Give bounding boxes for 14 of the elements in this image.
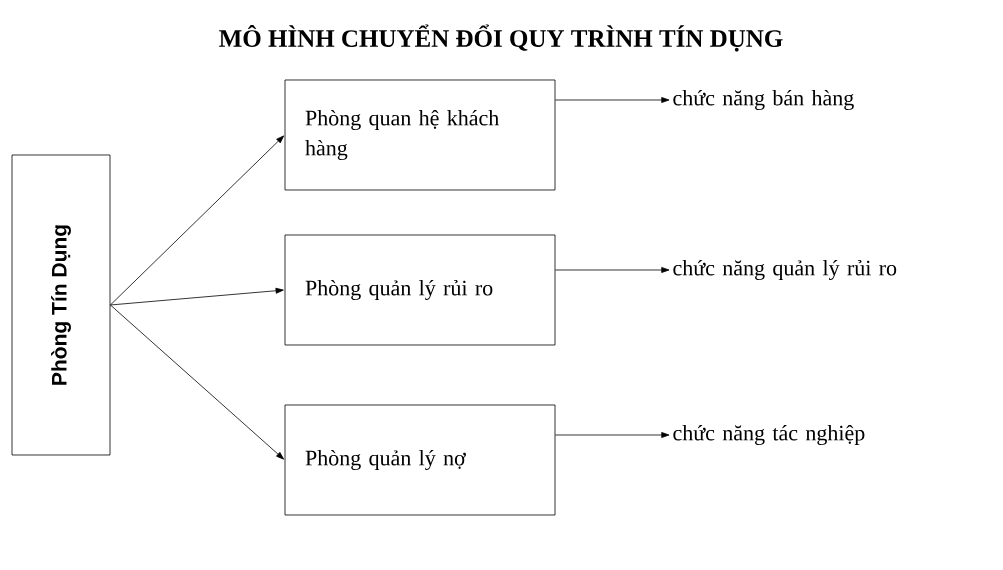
arrow xyxy=(110,135,285,306)
arrow xyxy=(110,287,284,306)
process-box: Phòng quan hệ khách hàng xyxy=(284,79,556,191)
process-box: Phòng quản lý rủi ro xyxy=(284,234,556,346)
process-box: Phòng quản lý nợ xyxy=(284,404,556,516)
arrow xyxy=(110,304,285,460)
arrow xyxy=(555,432,670,438)
department-box: Phòng Tín Dụng xyxy=(11,154,111,456)
arrow xyxy=(555,97,670,103)
function-text: chức năng quản lý rủi ro xyxy=(673,259,897,280)
function-text: chức năng tác nghiệp xyxy=(673,424,865,446)
function-text: chức năng bán hàng xyxy=(673,89,854,110)
title: MÔ HÌNH CHUYỂN ĐỔI QUY TRÌNH TÍN DỤNG xyxy=(219,24,783,52)
arrow xyxy=(555,267,670,273)
